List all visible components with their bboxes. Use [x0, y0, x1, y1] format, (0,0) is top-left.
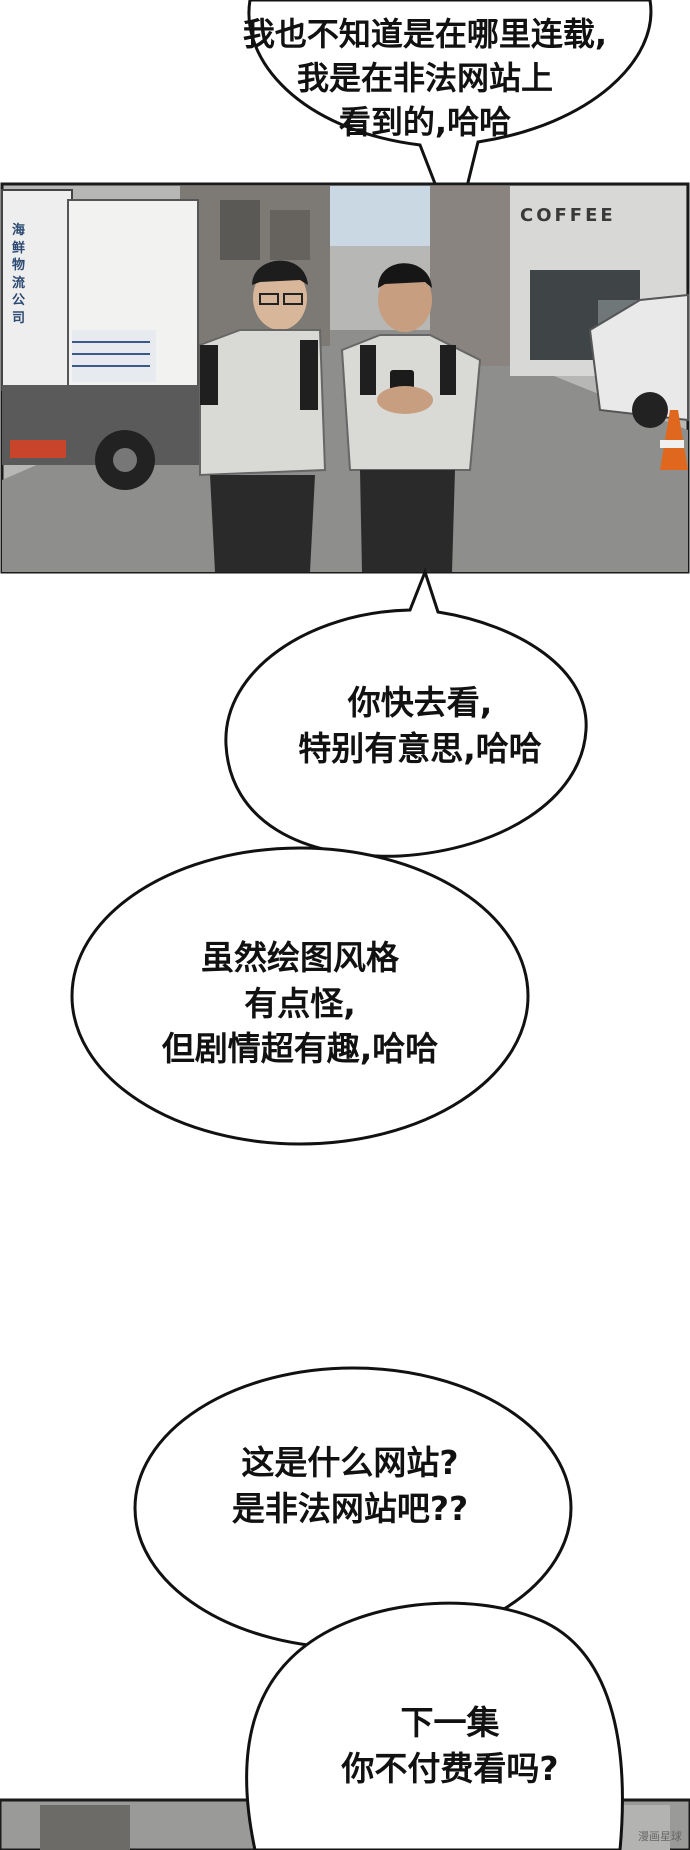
bubble-1-text: 我也不知道是在哪里连载, 我是在非法网站上 看到的,哈哈: [230, 12, 620, 144]
bubble-1-line-3: 看到的,哈哈: [338, 103, 512, 142]
bubble-4-line-1: 这是什么网站?: [241, 1443, 459, 1482]
bubble-3-line-3: 但剧情超有趣,哈哈: [161, 1029, 439, 1069]
bubble-5-line-1: 下一集: [400, 1703, 500, 1742]
speech-bubble-3: [70, 846, 530, 1146]
student-glasses: [199, 260, 327, 572]
bubble-4-text: 这是什么网站? 是非法网站吧??: [160, 1440, 540, 1531]
street-panel: [0, 182, 690, 574]
speech-bubble-2: [224, 567, 588, 858]
student-phone: [340, 263, 482, 572]
bubble-5-line-2: 你不付费看吗?: [341, 1748, 559, 1788]
coffee-sign: COFFEE: [520, 205, 616, 226]
bubble-1-line-1: 我也不知道是在哪里连载,: [242, 15, 608, 53]
bubble-3-line-1: 虽然绘图风格: [201, 938, 399, 977]
bubble-2-line-1: 你快去看,: [347, 683, 493, 722]
watermark: 漫画星球: [638, 1830, 682, 1843]
truck-label: 海鲜物流公司: [12, 223, 26, 326]
bubble-3-text: 虽然绘图风格 有点怪, 但剧情超有趣,哈哈: [90, 935, 510, 1072]
bubble-1-line-2: 我是在非法网站上: [296, 59, 553, 98]
bubble-2-text: 你快去看, 特别有意思,哈哈: [225, 680, 615, 771]
bubble-4-line-2: 是非法网站吧??: [231, 1488, 469, 1528]
bubble-5-text: 下一集 你不付费看吗?: [270, 1700, 630, 1791]
bubble-3-line-2: 有点怪,: [244, 983, 356, 1023]
truck: [1, 189, 202, 490]
bubble-2-line-2: 特别有意思,哈哈: [298, 728, 542, 768]
speech-bubble-5: [245, 1601, 624, 1850]
